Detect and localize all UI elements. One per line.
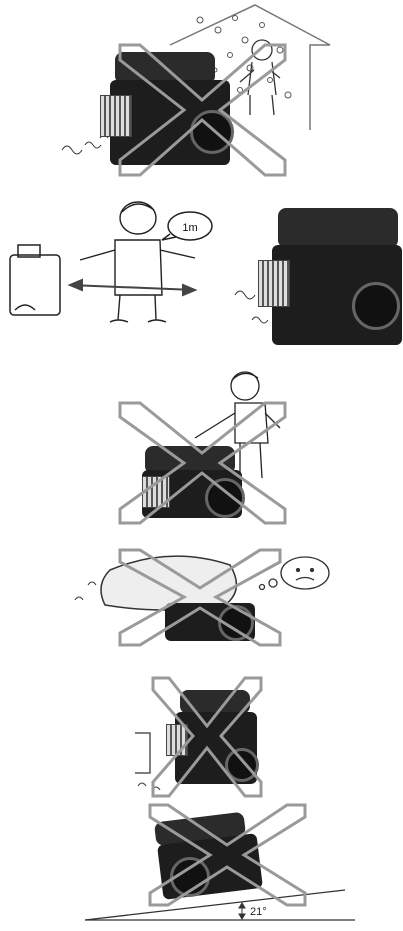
exhaust-puffs [138,783,160,790]
wall-outline [135,733,150,773]
engine-flywheel [190,110,234,154]
slope-line [85,890,345,920]
panel-covered [70,545,350,645]
double-arrow-icon [70,280,195,295]
engine-fins [100,95,132,137]
engine-fins [142,476,170,508]
panel-clearance: 1m [10,200,403,360]
engine-fuel-tank [278,208,398,248]
engine-fins [166,724,188,756]
panel-hand-touch [100,368,300,518]
engine-fuel-tank [180,690,250,714]
cover-cloth [101,556,236,610]
angle-arrow-icon [239,903,245,919]
engine-flywheel [170,857,210,897]
engine-flywheel [225,748,259,782]
person-figure [240,40,280,115]
exhaust-puffs [75,582,96,600]
panel-enclosed-wall [130,678,280,796]
engine-flywheel [352,282,400,330]
worried-thought-icon [260,557,330,590]
fuel-can-icon [10,245,60,315]
person-figure [80,202,195,322]
distance-label: 1m [182,222,197,234]
engine-fins [258,260,290,307]
engine-flywheel [205,478,245,518]
exhaust-puffs [62,135,108,154]
engine-flywheel [218,605,254,641]
panel-slope: 21° [85,805,355,926]
slope-angle-label: 21° [250,906,267,918]
panel-indoor [40,0,380,175]
